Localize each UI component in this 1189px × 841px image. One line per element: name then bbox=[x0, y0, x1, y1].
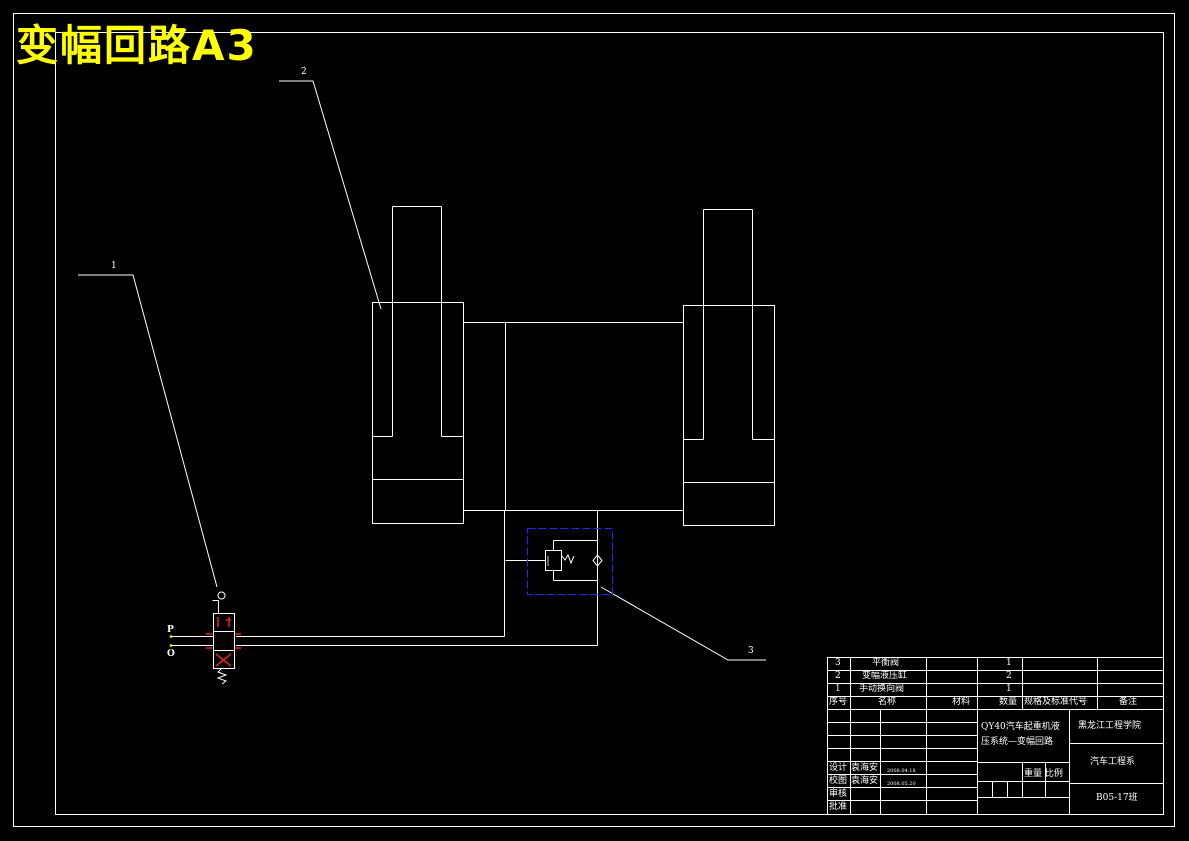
part-3-name: 平衡阀 bbox=[872, 658, 900, 668]
leader-label-1: 1 bbox=[111, 261, 117, 271]
title-block-grid bbox=[827, 657, 1164, 815]
leader-line-1 bbox=[78, 274, 218, 588]
part-2-name: 变幅液压缸 bbox=[862, 671, 908, 681]
role-check: 校图 bbox=[829, 776, 848, 786]
check-name: 袁海安 bbox=[851, 776, 879, 786]
block-title-line2: 压系统—变幅回路 bbox=[981, 737, 1054, 747]
class-code: B05-17班 bbox=[1096, 793, 1138, 803]
header-spec: 规格及标准代号 bbox=[1024, 697, 1088, 707]
role-design: 设计 bbox=[829, 763, 848, 773]
port-o-label: O bbox=[167, 649, 175, 659]
header-qty: 数量 bbox=[999, 697, 1018, 707]
design-name: 袁海安 bbox=[851, 763, 879, 773]
drawing-title: 变幅回路A3 bbox=[16, 21, 258, 70]
valve-red-accents bbox=[206, 617, 241, 667]
outer-frame bbox=[13, 13, 1175, 827]
header-remark: 备注 bbox=[1119, 697, 1138, 707]
leader-label-2: 2 bbox=[301, 67, 307, 77]
school-name: 黑龙江工程学院 bbox=[1078, 721, 1142, 731]
part-3-no: 3 bbox=[835, 658, 841, 668]
right-cylinder bbox=[683, 209, 775, 526]
left-cylinder bbox=[372, 206, 464, 524]
block-title-line1: QY40汽车起重机液 bbox=[981, 722, 1060, 732]
design-date: 2008.04.18 bbox=[887, 768, 916, 774]
port-p-label: P bbox=[167, 625, 174, 635]
part-1-qty: 1 bbox=[1006, 684, 1012, 694]
pipes bbox=[236, 322, 684, 646]
leader-label-3: 3 bbox=[748, 646, 754, 656]
check-date: 2008.05.20 bbox=[887, 781, 916, 787]
part-3-qty: 1 bbox=[1006, 658, 1012, 668]
inner-frame bbox=[55, 32, 1164, 815]
department-name: 汽车工程系 bbox=[1090, 757, 1136, 767]
role-review: 审核 bbox=[829, 789, 848, 799]
leader-line-2 bbox=[279, 80, 382, 310]
header-name: 名称 bbox=[878, 697, 897, 707]
role-approve: 批准 bbox=[829, 802, 848, 812]
leader-line-3 bbox=[600, 586, 766, 661]
part-2-qty: 2 bbox=[1006, 671, 1012, 681]
part-1-no: 1 bbox=[835, 684, 841, 694]
port-markers bbox=[169, 635, 173, 647]
weight-scale-label: 重量 比例 bbox=[1024, 769, 1063, 779]
part-2-no: 2 bbox=[835, 671, 841, 681]
balance-valve-boundary bbox=[527, 528, 613, 595]
balance-valve bbox=[545, 540, 603, 581]
header-no: 序号 bbox=[829, 697, 848, 707]
part-1-name: 手动换向阀 bbox=[859, 684, 905, 694]
header-material: 材料 bbox=[952, 697, 971, 707]
directional-valve bbox=[170, 591, 235, 685]
